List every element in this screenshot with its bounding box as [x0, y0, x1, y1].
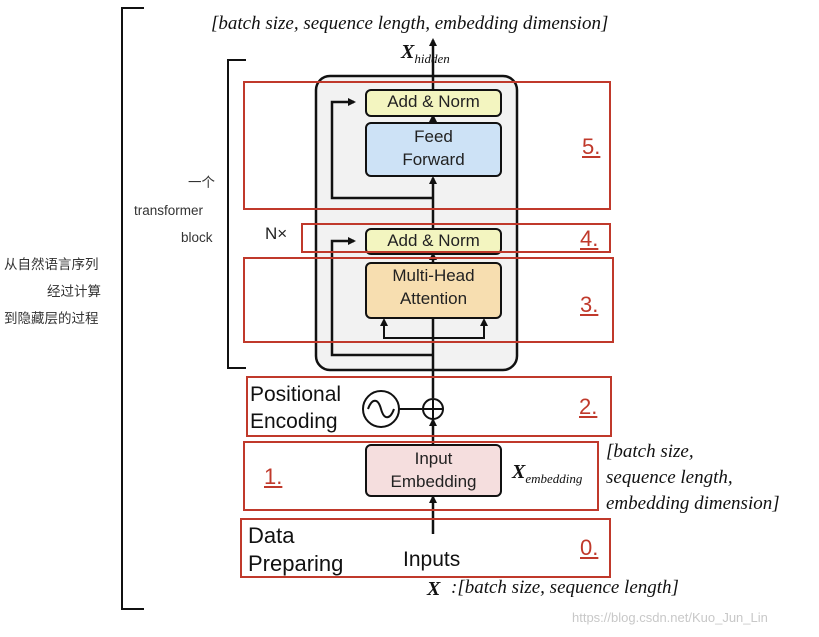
residual-ff — [330, 98, 433, 200]
left-text-line2: 经过计算 — [47, 284, 101, 299]
block-label-line3: block — [181, 230, 213, 245]
input-embedding-label-1: Input — [414, 449, 453, 468]
step0-box — [240, 518, 611, 578]
nx-label: N× — [265, 224, 288, 243]
x-input-label: X — [427, 578, 441, 600]
add-norm-mid-label: Add & Norm — [387, 231, 480, 250]
add-norm-top-label: Add & Norm — [387, 92, 480, 111]
feed-forward-label-2: Forward — [402, 150, 465, 169]
step-4-number: 4. — [580, 226, 599, 251]
step-3-number: 3. — [580, 292, 599, 317]
x-embedding-sub: embedding — [525, 471, 583, 486]
output-shape-label: [batch size, sequence length, embedding … — [211, 13, 609, 34]
step3-box — [243, 257, 614, 343]
block-label-line2: transformer — [134, 203, 204, 218]
x-hidden-main: X — [401, 41, 415, 63]
positional-encoding-label-2: Encoding — [250, 410, 338, 433]
inputs-label: Inputs — [403, 548, 461, 571]
data-preparing-label-1: Data — [248, 523, 295, 548]
feed-forward-box — [365, 122, 502, 177]
multi-head-box — [365, 262, 502, 319]
outer-bracket — [121, 7, 144, 610]
step1-box — [243, 441, 599, 511]
x-embedding-main: X — [512, 461, 526, 483]
step5-box — [243, 81, 611, 210]
step4-box — [301, 223, 611, 253]
step-1-number: 1. — [264, 464, 283, 489]
block-bracket — [227, 59, 246, 369]
step2-box — [246, 376, 612, 437]
positional-encoding-label-1: Positional — [250, 383, 342, 406]
x-hidden-sub: hidden — [414, 51, 450, 66]
left-text-line1: 从自然语言序列 — [4, 257, 99, 272]
step-0-number: 0. — [580, 535, 599, 560]
x-embedding-label: Xembedding — [512, 461, 582, 485]
left-text-line3: 到隐藏层的过程 — [4, 311, 99, 326]
input-shape-label: :[batch size, sequence length] — [451, 577, 679, 598]
watermark: https://blog.csdn.net/Kuo_Jun_Lin — [572, 610, 768, 625]
embedding-shape-line2: sequence length, — [606, 467, 733, 488]
step-2-number: 2. — [579, 394, 598, 419]
data-preparing-label-2: Preparing — [248, 551, 344, 576]
residual-attention — [330, 237, 433, 357]
input-embedding-box — [365, 444, 502, 497]
multi-head-label-1: Multi-Head — [392, 266, 475, 285]
x-hidden-label: Xhidden — [401, 41, 450, 65]
add-norm-mid-box — [365, 228, 502, 255]
multi-head-label-2: Attention — [399, 289, 468, 308]
embedding-shape-line1: [batch size, — [606, 441, 694, 462]
input-embedding-label-2: Embedding — [390, 472, 477, 491]
embedding-shape-line3: embedding dimension] — [606, 493, 780, 514]
feed-forward-label-1: Feed — [414, 127, 453, 146]
add-norm-top-box — [365, 89, 502, 117]
step-5-number: 5. — [582, 134, 601, 159]
block-label-line1: 一个 — [188, 175, 215, 190]
